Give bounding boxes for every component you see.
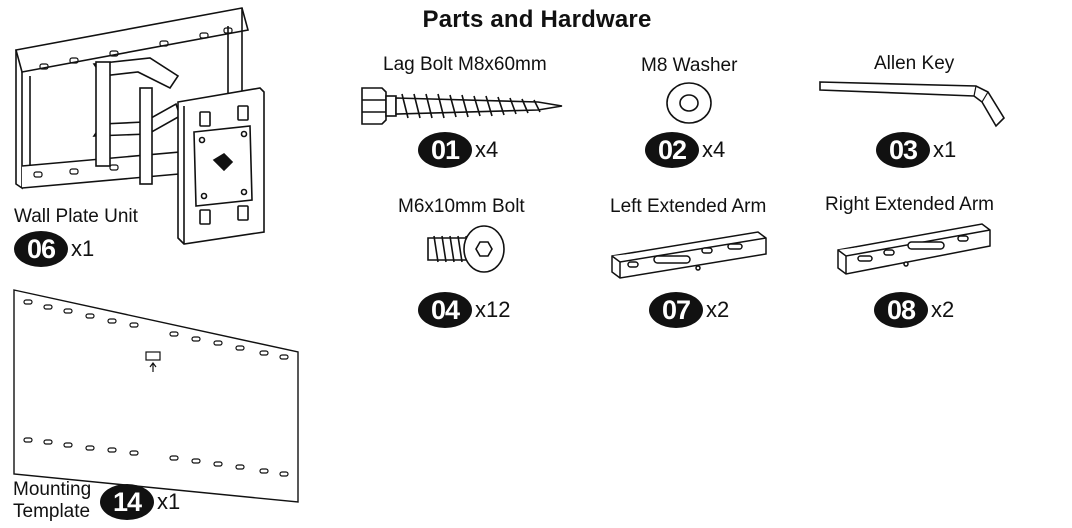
template-label-line2: Template (13, 501, 91, 522)
part-02: 02 x4 (645, 132, 725, 168)
template-label-line1: Mounting (13, 479, 92, 500)
left-arm-label: Left Extended Arm (610, 196, 767, 217)
template-label: Mounting Template (13, 479, 91, 523)
part-quantity: x2 (706, 297, 730, 322)
lag-bolt-label: Lag Bolt M8x60mm (383, 54, 547, 75)
part-04: 04 x12 (418, 292, 510, 328)
part-number-badge: 02 (645, 132, 699, 168)
washer-icon (666, 82, 712, 124)
part-number-badge: 06 (14, 231, 68, 267)
part-01: 01 x4 (418, 132, 498, 168)
left-arm-icon (611, 231, 767, 279)
allen-key-label: Allen Key (874, 53, 955, 74)
wall-plate-icon (14, 7, 265, 245)
part-quantity: x1 (157, 489, 181, 514)
part-number-badge: 07 (649, 292, 703, 328)
socket-bolt-icon (427, 225, 505, 273)
part-number-badge: 14 (100, 484, 154, 520)
part-08: 08 x2 (874, 292, 954, 328)
part-number-badge: 03 (876, 132, 930, 168)
part-number-badge: 08 (874, 292, 928, 328)
part-14: 14 x1 (100, 484, 180, 520)
page-title: Parts and Hardware (422, 6, 652, 33)
part-06: 06 x1 (14, 231, 94, 267)
part-03: 03 x1 (876, 132, 956, 168)
right-arm-icon (837, 223, 991, 275)
part-number-badge: 04 (418, 292, 472, 328)
part-quantity: x4 (702, 137, 726, 162)
part-07: 07 x2 (649, 292, 729, 328)
wall-plate-label: Wall Plate Unit (14, 206, 138, 227)
socket-bolt-label: M6x10mm Bolt (398, 196, 525, 217)
lag-bolt-icon (361, 87, 563, 125)
part-quantity: x4 (475, 137, 499, 162)
part-quantity: x1 (71, 236, 95, 261)
washer-label: M8 Washer (641, 55, 738, 76)
part-number-badge: 01 (418, 132, 472, 168)
template-icon (13, 289, 299, 503)
part-quantity: x1 (933, 137, 957, 162)
part-quantity: x2 (931, 297, 955, 322)
right-arm-label: Right Extended Arm (825, 194, 994, 215)
part-quantity: x12 (475, 297, 511, 322)
allen-key-icon (819, 81, 1006, 128)
